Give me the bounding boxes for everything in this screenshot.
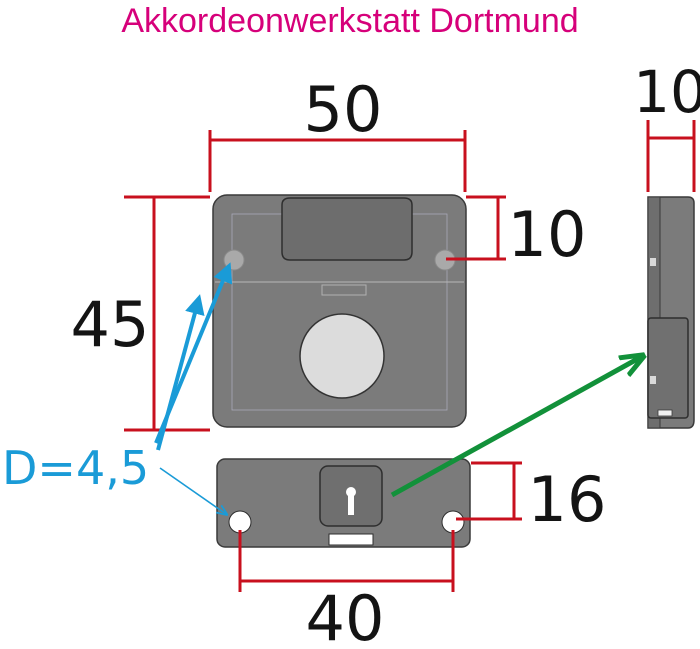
latch-tongue <box>281 197 413 261</box>
plate-hole-left <box>228 510 252 534</box>
lock-body-front-view <box>212 194 467 428</box>
key-cylinder <box>299 313 385 399</box>
strike-plate <box>216 458 471 548</box>
plate-hole-right <box>441 510 465 534</box>
dimension-top-height: 45 <box>71 288 150 361</box>
dimension-hole-spacing: 40 <box>306 582 385 649</box>
dimension-lines <box>124 120 696 592</box>
dimension-screw-offset: 10 <box>508 198 587 271</box>
lock-side-view <box>647 196 695 429</box>
page-title: Akkordeonwerkstatt Dortmund <box>121 2 578 40</box>
dimension-side-thickness: 10 <box>633 58 700 126</box>
dimension-bottom-height: 16 <box>528 463 607 536</box>
hole-diameter-arrow-thin <box>159 467 226 514</box>
dimension-top-width: 50 <box>304 73 383 146</box>
mount-direction-arrow <box>390 357 641 498</box>
hole-diameter-arrows <box>154 262 233 451</box>
hole-diameter-label: D=4,5 <box>2 441 149 495</box>
